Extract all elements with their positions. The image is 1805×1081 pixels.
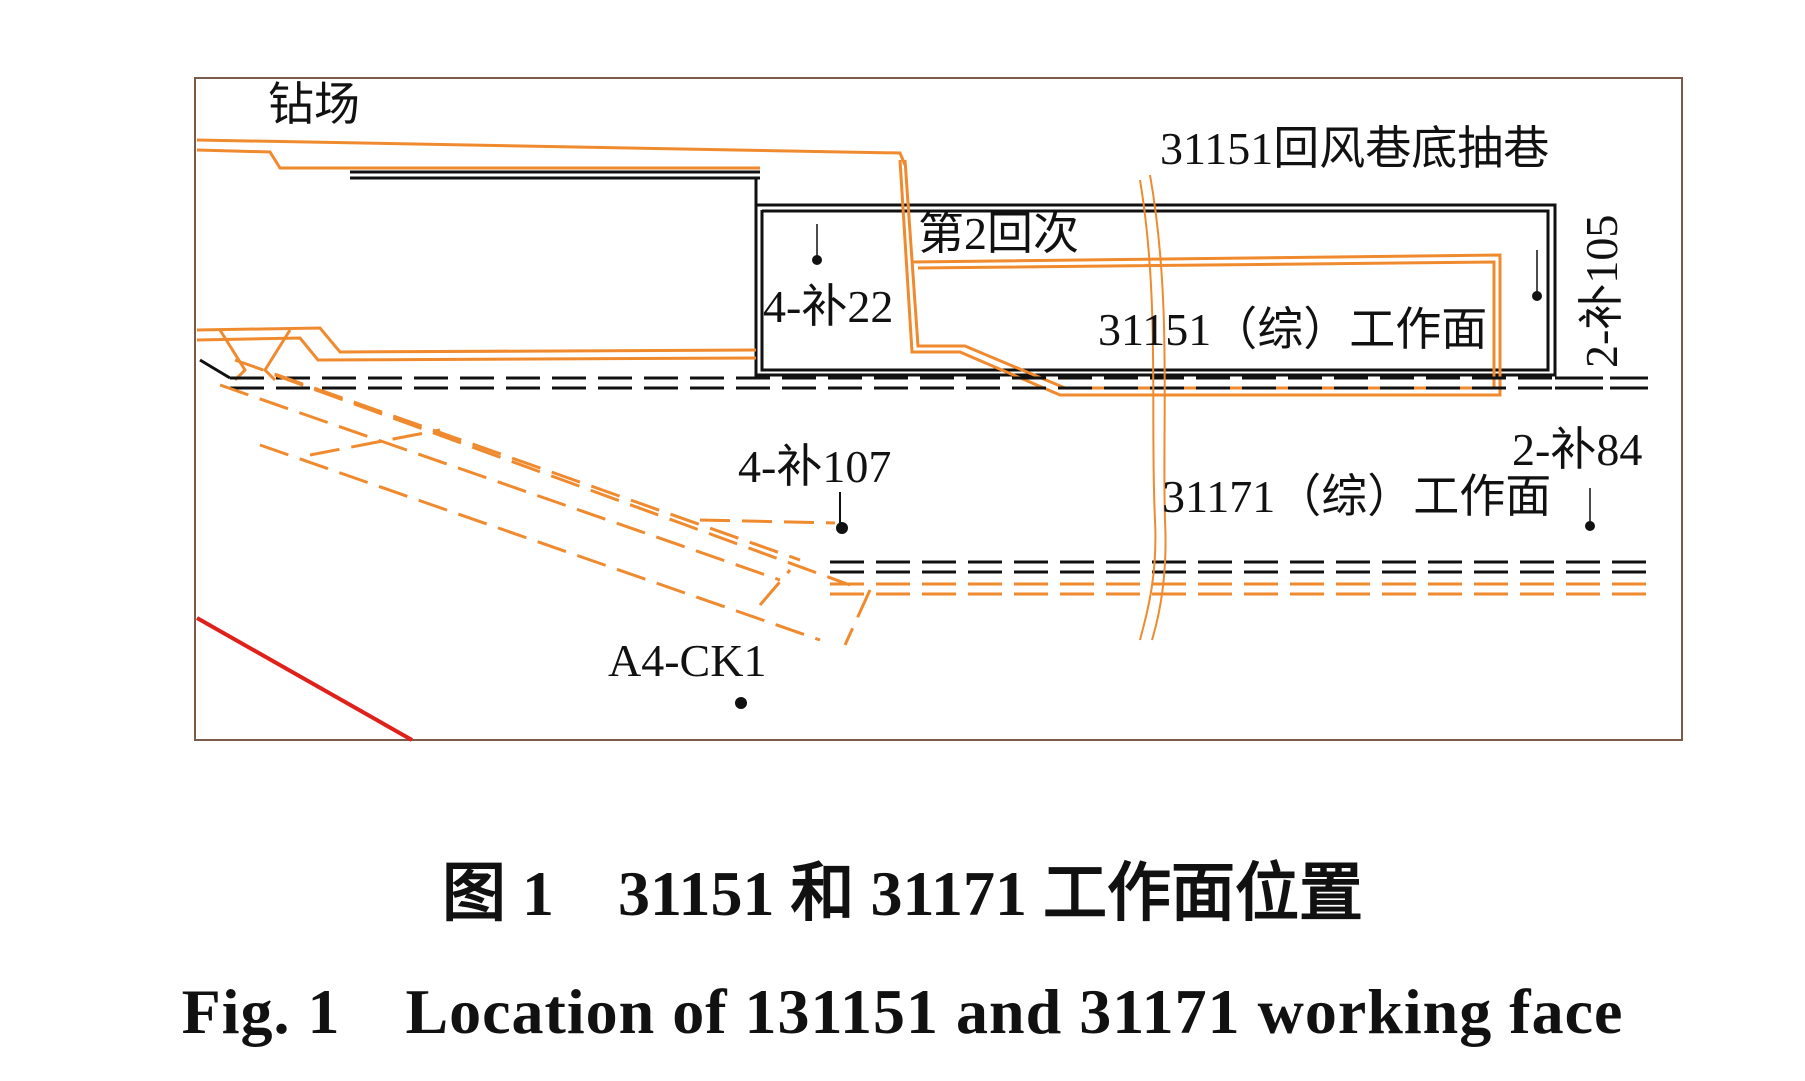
- borehole-2b84: [1585, 488, 1595, 531]
- borehole-4b22: [812, 224, 822, 265]
- borehole-a4ck1: [735, 697, 747, 709]
- face-31151-outline: [754, 178, 1557, 377]
- upper-dashed-roadway: [230, 376, 1645, 390]
- boundary-curves: [1139, 174, 1167, 641]
- label-face-31151: 31151（综）工作面: [1098, 304, 1487, 355]
- left-orange-roadway: [196, 326, 757, 382]
- fault-line: [196, 616, 413, 742]
- label-hole-4b22: 4-补22: [763, 281, 893, 332]
- label-face-31171: 31171（综）工作面: [1162, 471, 1551, 522]
- label-hole-2b105: 2-补105: [1576, 215, 1627, 368]
- label-hole-a4ck1: A4-CK1: [608, 635, 766, 686]
- map-frame: [194, 77, 1683, 741]
- label-round2: 第2回次: [918, 208, 1079, 259]
- label-hole-2b84: 2-补84: [1512, 424, 1642, 475]
- lower-dashed-roadway-orange: [830, 582, 1648, 596]
- borehole-2b105: [1532, 250, 1542, 301]
- label-drill-site: 钻场: [268, 79, 360, 130]
- upper-black-link: [199, 358, 231, 380]
- borehole-4b107: [836, 492, 848, 534]
- figure-caption-english: Fig. 1 Location of 131151 and 31171 work…: [181, 976, 1624, 1047]
- drill-gallery: [350, 170, 760, 180]
- lower-dashed-roadway-black: [830, 560, 1648, 574]
- figure-caption-chinese: 图 1 31151 和 31171 工作面位置: [442, 858, 1363, 929]
- diagonal-dashed-roadways: [219, 358, 872, 646]
- drill-site-roadway: [196, 138, 907, 170]
- label-return-roadway: 31151回风巷底抽巷: [1160, 123, 1549, 174]
- right-dashed-ends: [1555, 376, 1648, 390]
- face-31151-orange: [898, 159, 1502, 397]
- label-hole-4b107: 4-补107: [738, 441, 891, 492]
